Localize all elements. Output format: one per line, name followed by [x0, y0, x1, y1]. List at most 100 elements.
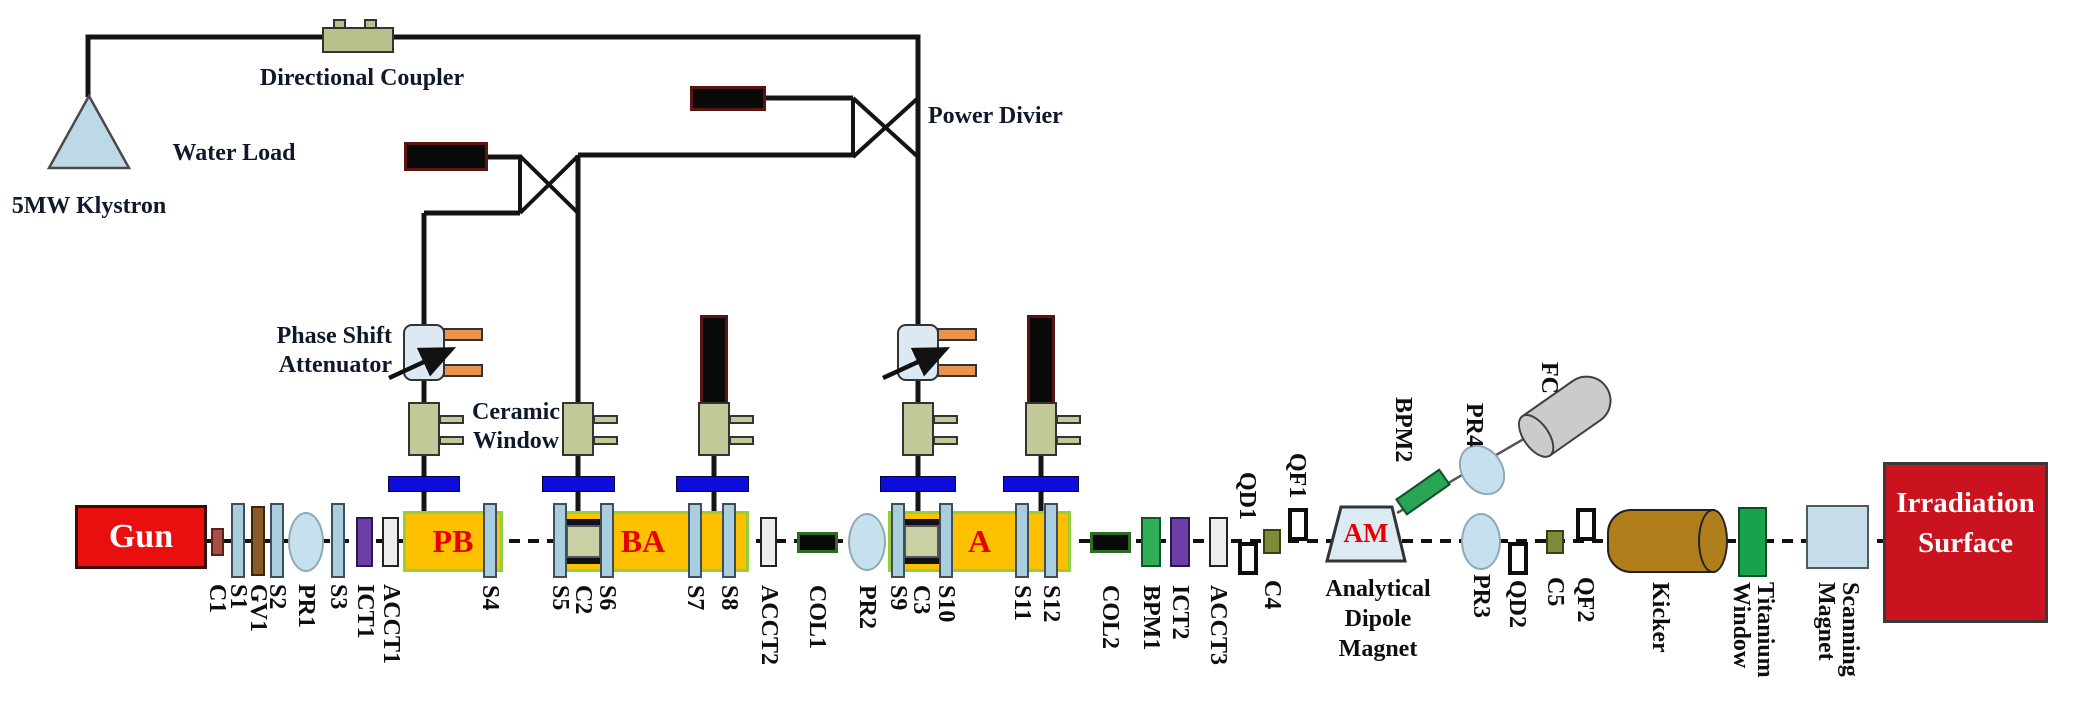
kicker-cap [1698, 509, 1728, 573]
steerer-s8 [722, 503, 736, 578]
pr1-label: PR1 [293, 584, 319, 628]
profile-monitor-pr1 [288, 512, 324, 572]
gv1-label: GV1 [245, 584, 271, 632]
phase-attenuator-2-prong-bottom [937, 364, 977, 377]
pr2-label: PR2 [854, 585, 880, 629]
a-output-load-block [1027, 315, 1055, 405]
qd2-label: QD2 [1504, 580, 1530, 628]
ict2-monitor [1170, 517, 1190, 567]
ceramic-window-1-prong-bottom [439, 436, 464, 445]
s9-label: S9 [885, 585, 911, 611]
klystron-label: 5MW Klystron [11, 193, 167, 219]
ba-label: BA [620, 523, 666, 559]
ceramic-window-5-prong-bottom [1056, 436, 1081, 445]
bpm1-label: BPM1 [1138, 585, 1164, 651]
ict2-label: ICT2 [1167, 585, 1193, 640]
steerer-s10 [939, 503, 953, 578]
s6-label: S6 [594, 585, 620, 611]
coupler-c2-line-bottom [565, 558, 602, 564]
s1-label: S1 [225, 584, 251, 610]
gate-valve-gv1 [251, 506, 265, 576]
acct1-monitor [382, 517, 399, 567]
quadrupole-qf2 [1576, 508, 1596, 541]
qf2-label: QF2 [1572, 577, 1598, 623]
hybrid-coupler-x [518, 154, 580, 215]
steerer-s9 [891, 503, 905, 578]
coupler-c3-line-top [903, 519, 940, 525]
ceramic-window-4-prong-top [933, 415, 958, 424]
acct3-label: ACCT3 [1205, 585, 1231, 666]
irradiation-surface-label-line1: Irradiation [1896, 487, 2035, 519]
acct2-monitor [760, 517, 777, 567]
ceramic-window-5-prong-top [1056, 415, 1081, 424]
col1-label: COL1 [804, 585, 830, 650]
acct2-label: ACCT2 [756, 585, 782, 666]
flange-ba-input [542, 476, 615, 492]
ceramic-window-1-prong-top [439, 415, 464, 424]
steerer-s3 [331, 503, 345, 578]
phase-attenuator-1-prong-bottom [443, 364, 483, 377]
steerer-s12 [1044, 503, 1058, 578]
water-load-block [404, 142, 488, 171]
faraday-cup-fc [1510, 365, 1622, 465]
directional-coupler-body [322, 27, 394, 53]
ceramic-window-label: Ceramic Window [472, 399, 560, 454]
quadrupole-qd1 [1238, 542, 1258, 575]
directional-coupler-label: Directional Coupler [259, 65, 465, 91]
s7-label: S7 [682, 585, 708, 611]
ceramic-window-2 [562, 402, 594, 456]
ceramic-window-5 [1025, 402, 1057, 456]
pr4-label: PR4 [1461, 403, 1487, 447]
ceramic-window-3 [698, 402, 730, 456]
pb-label: PB [432, 523, 474, 559]
phase-attenuator-2-prong-top [937, 328, 977, 341]
flange-a-output [1003, 476, 1079, 492]
water-load-label: Water Load [172, 140, 296, 166]
phase-attenuator-2-body [897, 324, 939, 381]
phase-attenuator-1-body [403, 324, 445, 381]
acct3-monitor [1209, 517, 1228, 567]
scanning-magnet-box [1806, 505, 1869, 569]
acct1-label: ACCT1 [378, 584, 404, 665]
power-divider-x [851, 96, 920, 159]
profile-monitor-pr3 [1461, 513, 1501, 570]
steerer-s6 [600, 503, 614, 578]
ict1-monitor [356, 517, 373, 567]
irradiation-surface-box: Irradiation Surface [1883, 462, 2048, 623]
flange-a-input [880, 476, 956, 492]
kicker-body [1607, 509, 1715, 573]
c4-label: C4 [1259, 580, 1285, 610]
steerer-s4 [483, 503, 497, 578]
ceramic-window-4 [902, 402, 934, 456]
steerer-s5 [553, 503, 567, 578]
c2-label: C2 [570, 585, 596, 615]
collimator-col2 [1090, 532, 1131, 553]
c5-label: C5 [1542, 577, 1568, 607]
s10-label: S10 [933, 585, 959, 623]
steerer-s11 [1015, 503, 1029, 578]
qd1-label: QD1 [1234, 472, 1260, 520]
phase-shift-attenuator-label: Phase Shift Attenuator [276, 323, 392, 378]
steerer-s7 [688, 503, 702, 578]
collimator-col1 [797, 532, 838, 553]
ceramic-window-4-prong-bottom [933, 436, 958, 445]
s2-label: S2 [264, 584, 290, 610]
flange-pb [388, 476, 460, 492]
c3-label: C3 [908, 585, 934, 615]
phase-attenuator-1-prong-top [443, 328, 483, 341]
a-label: A [967, 523, 992, 559]
col2-label: COL2 [1097, 585, 1123, 650]
steerer-s2 [270, 503, 284, 578]
c1-label: C1 [204, 584, 230, 614]
bpm1-monitor [1141, 517, 1161, 567]
power-divider-load-block [690, 86, 766, 111]
flange-ba-output [676, 476, 749, 492]
pr3-label: PR3 [1468, 574, 1494, 618]
klystron-triangle [46, 93, 132, 170]
ict1-label: ICT1 [352, 584, 378, 639]
ba-output-load-block [700, 315, 728, 405]
corrector-c4 [1263, 529, 1281, 554]
bpm2-label: BPM2 [1390, 396, 1416, 462]
